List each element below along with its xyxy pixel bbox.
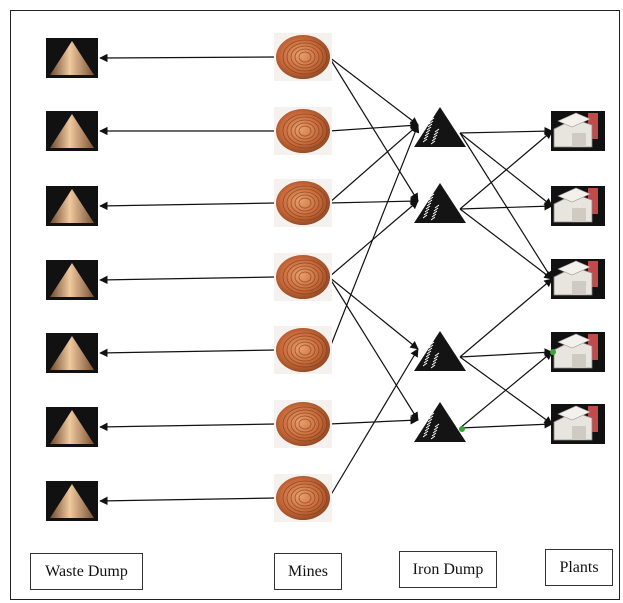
edge-mine-to-waste — [99, 201, 276, 211]
edge-iron-to-plant — [459, 130, 553, 210]
edge-mine-to-iron — [328, 416, 419, 425]
mine-icon — [274, 326, 332, 374]
edge-iron-to-plant — [459, 348, 553, 358]
label-iron-dump: Iron Dump — [399, 551, 497, 588]
iron-dump-icon — [414, 183, 466, 223]
plant-icon — [551, 111, 605, 151]
plant-icon — [551, 259, 605, 299]
plant-icon — [551, 186, 605, 226]
mine-icon — [274, 400, 332, 448]
edge-mine-to-waste — [99, 275, 276, 285]
waste-dump-icon — [46, 38, 98, 78]
iron-dump-icon — [414, 331, 466, 371]
edge-iron-to-plant — [459, 132, 553, 280]
edge-iron-to-plant — [459, 420, 553, 429]
mine-icon — [274, 253, 332, 301]
edge-mine-to-iron — [328, 56, 419, 126]
edge-mine-to-iron — [328, 121, 419, 132]
waste-dump-icon — [46, 111, 98, 151]
edge-mine-to-iron — [328, 196, 419, 206]
edge-iron-to-plant — [459, 202, 553, 211]
edge-iron-to-plant — [459, 278, 553, 358]
label-mines: Mines — [274, 553, 342, 590]
edge-mine-to-waste — [99, 422, 276, 432]
edge-iron-to-plant — [459, 351, 553, 429]
waste-dump-icon — [46, 407, 98, 447]
edge-iron-to-plant — [459, 208, 553, 280]
waste-dump-icon — [46, 481, 98, 521]
waste-dump-icon — [46, 260, 98, 300]
plant-icon — [551, 332, 605, 372]
waste-dump-icon — [46, 186, 98, 226]
waste-dump-icon — [46, 333, 98, 373]
edge-layer — [99, 53, 553, 506]
mine-icon — [274, 33, 332, 81]
edge-mine-to-iron — [328, 348, 419, 499]
junction-dot — [550, 349, 556, 355]
node-layer — [46, 33, 605, 522]
edge-mine-to-iron — [328, 124, 420, 351]
junction-dot — [459, 426, 465, 432]
edge-iron-to-plant — [459, 126, 553, 136]
edge-mine-to-iron — [328, 276, 419, 350]
edge-mine-to-waste — [99, 53, 276, 63]
label-waste-dump: Waste Dump — [30, 553, 143, 590]
iron-dump-icon — [414, 107, 466, 147]
plant-icon — [551, 404, 605, 444]
iron-dump-icon — [414, 402, 466, 442]
edge-mine-to-waste — [99, 348, 276, 358]
mine-icon — [274, 179, 332, 227]
edge-mine-to-iron — [328, 276, 419, 421]
label-plants: Plants — [545, 549, 613, 586]
mine-icon — [274, 474, 332, 522]
edge-mine-to-iron — [328, 56, 419, 202]
mine-icon — [274, 107, 332, 155]
edge-mine-to-waste — [99, 496, 276, 506]
edge-mine-to-iron — [328, 124, 419, 204]
